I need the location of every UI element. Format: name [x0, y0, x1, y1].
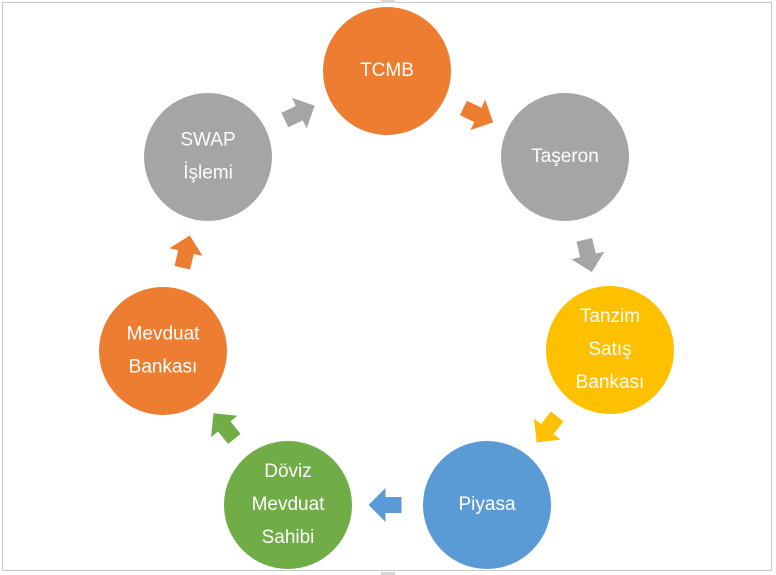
node-label: Mevduat [127, 324, 201, 345]
node-swap-islemi: SWAP İşlemi [144, 93, 272, 221]
node-circle [323, 7, 451, 135]
node-circle [501, 93, 629, 221]
node-piyasa: Piyasa [423, 441, 551, 569]
node-taseron: Taşeron [501, 93, 629, 221]
arrow-tcmb-to-taseron-icon [459, 99, 494, 131]
node-label: Satış [588, 339, 631, 360]
arrow-piyasa-to-doviz-mevduat-sahibi-icon [368, 488, 402, 522]
top-resize-handle[interactable] [381, 0, 395, 3]
node-label: Döviz [264, 461, 312, 482]
node-label: TCMB [360, 60, 414, 81]
node-circle [144, 93, 272, 221]
arrow-tanzim-satis-bankasi-to-piyasa-icon [533, 411, 564, 443]
arrow-swap-islemi-to-tcmb-icon [281, 97, 315, 129]
node-label: SWAP [180, 130, 235, 151]
node-label: Mevduat [252, 494, 326, 515]
node-circle [224, 441, 352, 569]
node-label: Sahibi [262, 527, 315, 548]
node-circle [99, 287, 227, 415]
node-label: Tanzim [580, 306, 640, 327]
arrow-doviz-mevduat-sahibi-to-mevduat-bankasi-icon [211, 413, 241, 444]
node-label: Taşeron [531, 146, 599, 167]
node-label: İşlemi [183, 163, 233, 184]
node-circle [546, 286, 674, 414]
arrow-taseron-to-tanzim-satis-bankasi-icon [571, 238, 605, 273]
node-label: Bankası [129, 357, 198, 378]
node-circle [423, 441, 551, 569]
arrow-mevduat-bankasi-to-swap-islemi-icon [169, 235, 203, 270]
node-label: Bankası [576, 372, 645, 393]
bottom-resize-handle[interactable] [381, 572, 395, 575]
arrow-layer [169, 97, 605, 522]
node-tcmb: TCMB [323, 7, 451, 135]
node-label: Piyasa [458, 494, 515, 515]
